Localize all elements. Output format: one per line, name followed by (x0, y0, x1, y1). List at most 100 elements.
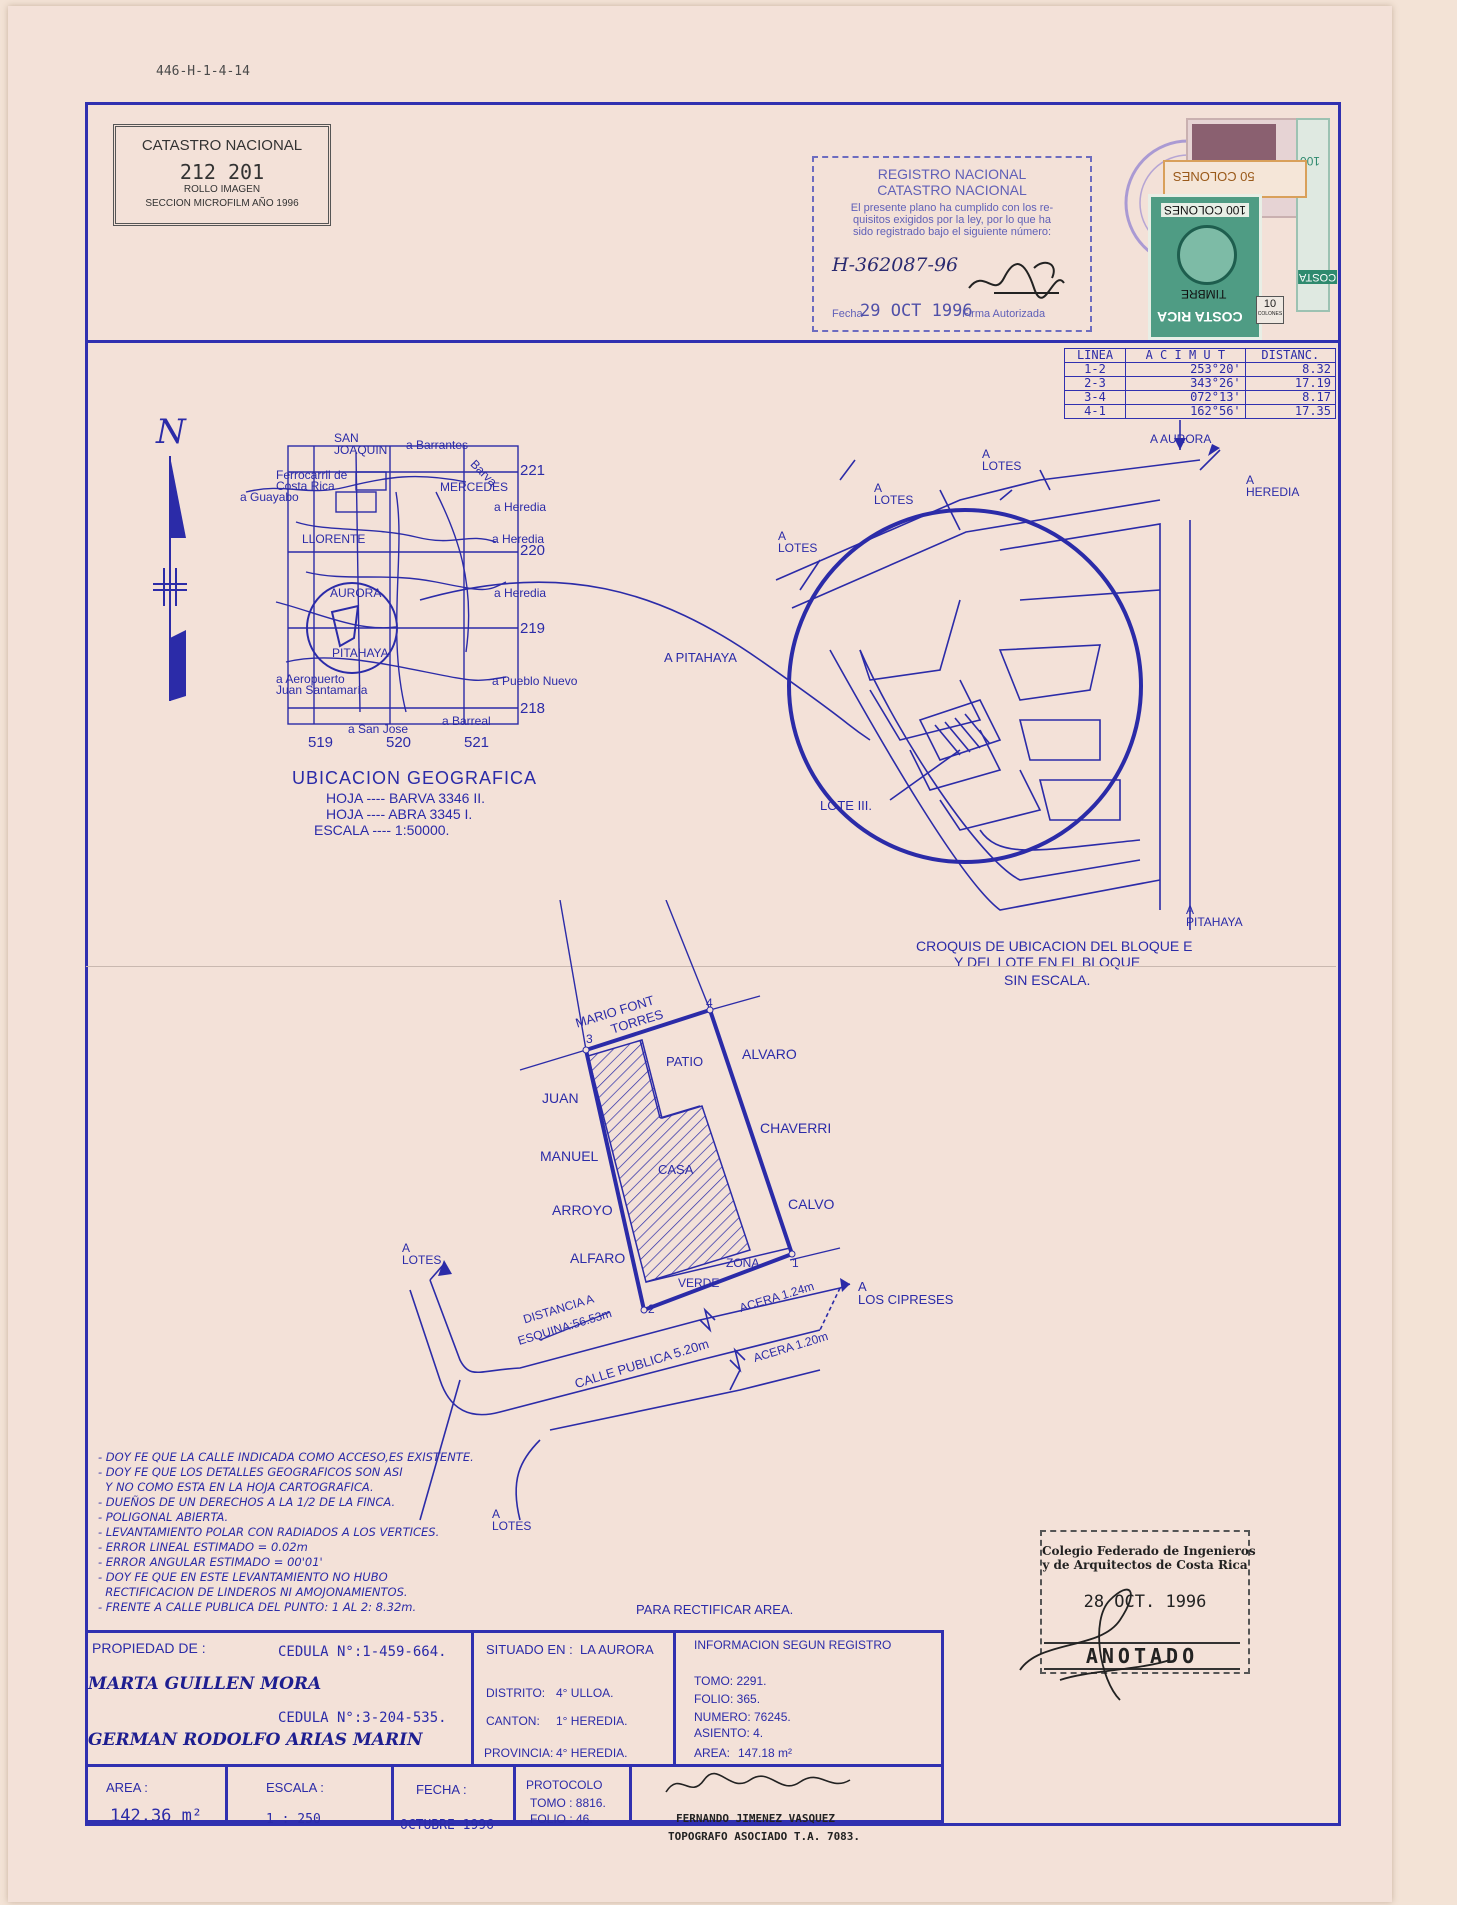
azimuth-line: 4-1 (1063, 404, 1127, 419)
croquis-caption-1: CROQUIS DE UBICACION DEL BLOQUE E (916, 938, 1193, 954)
surveyor-name: FERNANDO JIMENEZ VASQUEZ (676, 1812, 835, 1825)
azimuth-header-acimut: A C I M U T (1125, 348, 1246, 363)
map-label-aurora: AURORA (330, 586, 382, 600)
map-label-guayabo: a Guayabo (240, 490, 299, 504)
plot-plan (409, 900, 851, 1521)
plan-point-4: 4 (706, 996, 713, 1010)
map-label-aeropuerto: a Aeropuerto Juan Santamaría (276, 672, 368, 697)
ubicacion-hoja-1: HOJA ---- BARVA 3346 II. (326, 790, 485, 806)
note-item: RECTIFICACION DE LINDEROS NI AMOJONAMIEN… (98, 1585, 408, 1599)
notes-list: - DOY FE QUE LA CALLE INDICADA COMO ACCE… (98, 1450, 474, 1615)
registro-title2: CATASTRO NACIONAL (877, 182, 1027, 198)
note-item: - ERROR ANGULAR ESTIMADO = 00'01' (98, 1555, 323, 1569)
azimuth-table: LINEA A C I M U T DISTANC. 1-2 253°20' 8… (1063, 348, 1337, 419)
stamp-timbre: 100 COLONES TIMBRE COSTA RICA (1148, 194, 1262, 340)
catastro-stamp: CATASTRO NACIONAL 212 201 ROLLO IMAGEN S… (113, 124, 331, 226)
map-grid-219: 219 (520, 620, 546, 637)
escala-value: 1 : 250 (266, 1812, 321, 1827)
colegio-line-2: y de Arquitectos de Costa Rica (1042, 1558, 1248, 1572)
azimuth-distance: 17.19 (1244, 376, 1337, 391)
registro-signature (968, 261, 1065, 299)
map-label-ferrocarril: Ferrocarril de Costa Rica (276, 468, 348, 493)
map-label-pitahaya: PITAHAYA (332, 646, 389, 660)
note-item: - LEVANTAMIENTO POLAR CON RADIADOS A LOS… (98, 1525, 440, 1539)
croquis-a-lotes-2: A LOTES (874, 481, 914, 507)
map-grid-220: 220 (520, 542, 546, 559)
azimuth-row: 3-4 072°13' 8.17 (1063, 390, 1337, 405)
registro-stamp: REGISTRO NACIONAL CATASTRO NACIONAL El p… (812, 156, 1092, 332)
registro-asiento: ASIENTO: 4. (694, 1726, 764, 1740)
surveyor-signature (665, 1772, 851, 1793)
note-item: - FRENTE A CALLE PUBLICA DEL PUNTO: 1 AL… (98, 1600, 417, 1614)
map-grid-221: 221 (520, 462, 546, 479)
ubicacion-hoja-2: HOJA ---- ABRA 3345 I. (326, 806, 473, 822)
info-registro-label: INFORMACION SEGUN REGISTRO (694, 1638, 892, 1652)
surveyor-title: TOPOGRAFO ASOCIADO T.A. 7083. (668, 1830, 861, 1843)
registro-text3: sido registrado bajo el siguiente número… (852, 226, 1052, 238)
protocolo-tomo: TOMO : 8816. (530, 1796, 606, 1810)
map-label-barrantes: a Barrantes (406, 438, 469, 452)
azimuth-distance: 17.35 (1244, 404, 1337, 419)
plan-juan: JUAN (542, 1090, 579, 1106)
stamp-orange-value: 50 COLONES (1173, 169, 1255, 184)
registro-fecha: 29 OCT 1996 (860, 301, 973, 321)
protocolo-folio: FOLIO : 46. (530, 1812, 593, 1826)
stamp-timbre-country: COSTA RICA (1157, 309, 1243, 325)
outer-frame (85, 102, 1341, 1826)
registro-area-label: AREA: (694, 1746, 731, 1760)
stamp-green-right: 100 COSTA (1296, 118, 1338, 312)
registro-tomo: TOMO: 2291. (694, 1674, 767, 1688)
note-item: - ERROR LINEAL ESTIMADO = 0.02m (98, 1540, 308, 1554)
situado-value: LA AURORA (580, 1642, 654, 1657)
colegio-anotado: ANOTADO (1044, 1642, 1240, 1670)
azimuth-distance: 8.32 (1244, 362, 1337, 377)
map-label-mercedes: MERCEDES (440, 480, 509, 494)
croquis-a-pitahaya: A PITAHAYA (664, 650, 737, 665)
stamp-green-right-country: COSTA (1298, 270, 1338, 284)
plan-point-3: 3 (586, 1032, 593, 1046)
plan-zona: ZONA (726, 1256, 760, 1270)
protocolo-label: PROTOCOLO (526, 1778, 603, 1792)
colegio-line-1: Colegio Federado de Ingenieros (1042, 1544, 1256, 1558)
sheet-code: 446-H-1-4-14 (156, 64, 250, 79)
area-value: 142.36 m² (110, 1806, 203, 1826)
north-arrow-icon (153, 456, 187, 701)
cedula-2: CEDULA N°:3-204-535. (278, 1710, 447, 1726)
azimuth-angle: 343°26' (1125, 376, 1246, 391)
map-grid-520: 520 (386, 734, 412, 751)
plan-casa: CASA (658, 1162, 694, 1177)
stamp-timbre-label: TIMBRE (1181, 287, 1227, 301)
plan-patio: PATIO (666, 1054, 704, 1069)
map-label-san-joaquin: SAN JOAQUIN (334, 431, 388, 457)
map-label-heredia-3: a Heredia (494, 586, 547, 600)
situado-label: SITUADO EN : (486, 1642, 573, 1657)
azimuth-row: 4-1 162°56' 17.35 (1063, 404, 1337, 419)
escala-label: ESCALA : (266, 1780, 324, 1795)
plan-arroyo: ARROYO (552, 1202, 613, 1218)
ubicacion-title: UBICACION GEOGRAFICA (292, 768, 538, 788)
note-item: - DOY FE QUE LOS DETALLES GEOGRAFICOS SO… (98, 1465, 403, 1479)
stamp-orange: 50 COLONES (1163, 160, 1307, 198)
croquis-a-heredia: A HEREDIA (1246, 473, 1300, 499)
area-label: AREA : (106, 1780, 148, 1795)
map-grid-218: 218 (520, 700, 546, 717)
azimuth-row: 2-3 343°26' 17.19 (1063, 376, 1337, 391)
cedula-1: CEDULA N°:1-459-664. (278, 1644, 447, 1660)
colegio-stamp: Colegio Federado de Ingenieros y de Arqu… (1040, 1530, 1256, 1674)
stamp-small-label: COLONES (1257, 311, 1283, 317)
propiedad-label: PROPIEDAD DE : (92, 1640, 206, 1656)
map-grid-521: 521 (464, 734, 490, 751)
azimuth-angle: 162°56' (1125, 404, 1246, 419)
plan-verde: VERDE (678, 1276, 720, 1290)
plan-calvo: CALVO (788, 1196, 835, 1212)
map-label-llorente: LLORENTE (302, 532, 366, 546)
note-item: - DOY FE QUE LA CALLE INDICADA COMO ACCE… (98, 1450, 474, 1464)
plan-point-2: 2 (648, 1302, 655, 1316)
map-label-heredia-2: a Heredia (492, 532, 545, 546)
map-label-pueblo-nuevo: a Pueblo Nuevo (492, 674, 578, 688)
registro-title1: REGISTRO NACIONAL (877, 166, 1027, 182)
croquis-a-lotes-3: A LOTES (778, 529, 818, 555)
distrito-value: 4° ULLOA. (556, 1686, 614, 1700)
registro-text2: quisitos exigidos por la ley, por lo que… (853, 214, 1051, 226)
rectificar-note: PARA RECTIFICAR AREA. (636, 1602, 794, 1617)
